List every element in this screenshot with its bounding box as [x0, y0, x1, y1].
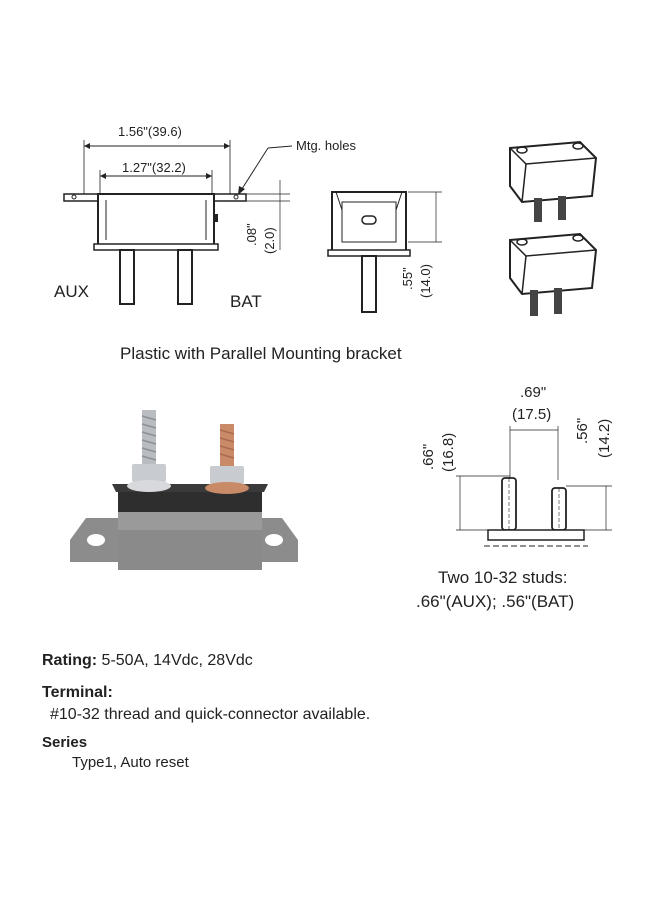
terminal-label: Terminal:	[42, 684, 113, 701]
dim-aux-label: .66"	[420, 443, 437, 470]
dim-stud-mm-label: (14.0)	[418, 264, 433, 298]
terminal-value: #10-32 thread and quick-connector availa…	[50, 706, 371, 723]
rating-line: Rating: 5-50A, 14Vdc, 28Vdc	[42, 652, 253, 670]
dim-spacing-mm-label: (17.5)	[512, 406, 552, 423]
stud-caption-line1: Two 10-32 studs:	[438, 568, 568, 587]
side-view-drawing	[327, 191, 442, 313]
stud-dimension-drawing	[456, 426, 612, 547]
rating-label: Rating:	[42, 652, 98, 669]
mtg-holes-label: Mtg. holes	[296, 138, 356, 153]
series-value: Type1, Auto reset	[72, 754, 189, 771]
isometric-sketch-top	[509, 140, 598, 222]
rating-value: 5-50A, 14Vdc, 28Vdc	[97, 652, 253, 669]
series-label: Series	[42, 734, 88, 751]
dim-aux-mm-label: (16.8)	[440, 432, 457, 472]
isometric-sketch-bottom	[509, 232, 598, 316]
front-view-drawing	[63, 140, 293, 305]
dim-spacing-label: .69"	[520, 384, 547, 401]
top-caption: Plastic with Parallel Mounting bracket	[120, 344, 402, 363]
dim-stud-label: .55"	[400, 267, 415, 290]
aux-label: AUX	[54, 282, 89, 301]
dim-inner-label: 1.27"(32.2)	[122, 160, 186, 175]
bat-label: BAT	[230, 292, 262, 311]
dim-bat-mm-label: (14.2)	[596, 418, 613, 458]
breaker-photo	[70, 410, 298, 570]
dim-bat-label: .56"	[574, 417, 591, 444]
stud-caption-line2: .66"(AUX); .56"(BAT)	[416, 592, 575, 611]
dim-base-label: .08"	[244, 223, 259, 246]
dim-base-mm-label: (2.0)	[262, 227, 277, 254]
dim-overall-label: 1.56"(39.6)	[118, 124, 182, 139]
